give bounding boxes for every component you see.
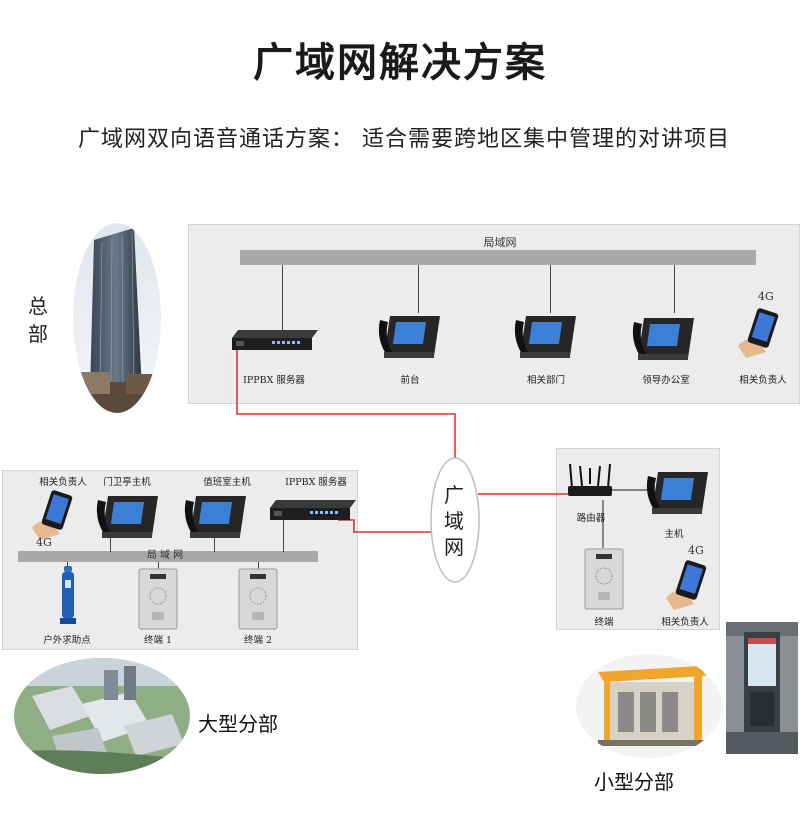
page-title: 广域网解决方案 xyxy=(253,40,547,86)
hq-leader-office-label: 领导办公室 xyxy=(642,375,690,386)
hq-mobile-phone-icon xyxy=(738,308,779,358)
hq-label: 总部 xyxy=(28,294,48,346)
lb-terminal-2-label: 终端 2 xyxy=(243,635,273,646)
lb-gate-host-label: 门卫亭主机 xyxy=(103,477,151,488)
lb-terminal-1-icon xyxy=(138,568,178,630)
sb-router-icon xyxy=(568,463,612,496)
lb-mobile-phone-icon xyxy=(32,490,73,540)
lb-duty-host-phone-icon xyxy=(184,496,246,538)
hq-ippbx-label: IPPBX 服务器 xyxy=(243,375,305,386)
hq-lan-bus xyxy=(240,250,756,265)
lb-4g-label: 4G xyxy=(36,536,52,549)
sb-host-label: 主机 xyxy=(664,529,684,540)
lb-drop-term1 xyxy=(158,562,159,570)
lb-drop-gate xyxy=(110,530,111,552)
lb-responsible-label: 相关负责人 xyxy=(39,477,87,488)
sb-responsible-label: 相关负责人 xyxy=(661,617,709,628)
lb-ippbx-server-icon xyxy=(270,500,356,520)
sb-mobile-phone-icon xyxy=(666,560,707,610)
wan-label: 广域网 xyxy=(444,483,464,559)
hq-dept-label: 相关部门 xyxy=(526,375,565,386)
lb-outdoor-help-point-label: 户外求助点 xyxy=(43,635,91,646)
sb-terminal-icon xyxy=(584,548,624,610)
hq-leader-office-phone-icon xyxy=(632,318,694,360)
hq-dept-phone-icon xyxy=(514,316,576,358)
hq-front-desk-phone-icon xyxy=(378,316,440,358)
large-branch-campus-image xyxy=(14,658,190,774)
large-branch-label: 大型分部 xyxy=(198,712,278,736)
lb-terminal-1-label: 终端 1 xyxy=(143,635,173,646)
small-branch-label: 小型分部 xyxy=(594,770,674,794)
large-branch-lan-bus xyxy=(18,551,318,562)
lb-ippbx-label: IPPBX 服务器 xyxy=(285,477,347,488)
lb-outdoor-help-point-icon xyxy=(60,566,76,624)
hq-lan-label: 局域网 xyxy=(483,236,517,249)
sb-router-label: 路由器 xyxy=(576,513,606,524)
hq-4g-label: 4G xyxy=(758,290,774,303)
hq-front-desk-label: 前台 xyxy=(400,375,420,386)
lb-duty-host-label: 值班室主机 xyxy=(203,477,251,488)
lb-terminal-2-icon xyxy=(238,568,278,630)
lb-gate-host-phone-icon xyxy=(96,496,158,538)
hq-drop-dept xyxy=(550,265,551,313)
hq-responsible-label: 相关负责人 xyxy=(739,375,787,386)
hq-building-image xyxy=(73,223,161,413)
hq-drop-leader xyxy=(674,265,675,313)
page-subtitle: 广域网双向语音通话方案： 适合需要跨地区集中管理的对讲项目 xyxy=(78,127,730,152)
lb-drop-ippbx xyxy=(283,520,284,552)
hq-drop-front-desk xyxy=(418,265,419,313)
small-branch-booth-image xyxy=(726,622,798,754)
small-branch-kiosk-image xyxy=(576,654,722,758)
lb-drop-term2 xyxy=(258,562,259,570)
hq-drop-ippbx xyxy=(282,265,283,331)
sb-terminal-label: 终端 xyxy=(594,617,614,628)
sb-host-phone-icon xyxy=(646,472,708,514)
sb-4g-label: 4G xyxy=(688,544,704,557)
large-branch-lan-label: 局 域 网 xyxy=(146,550,184,561)
hq-ippbx-server-icon xyxy=(232,330,318,350)
lb-drop-duty xyxy=(214,530,215,552)
